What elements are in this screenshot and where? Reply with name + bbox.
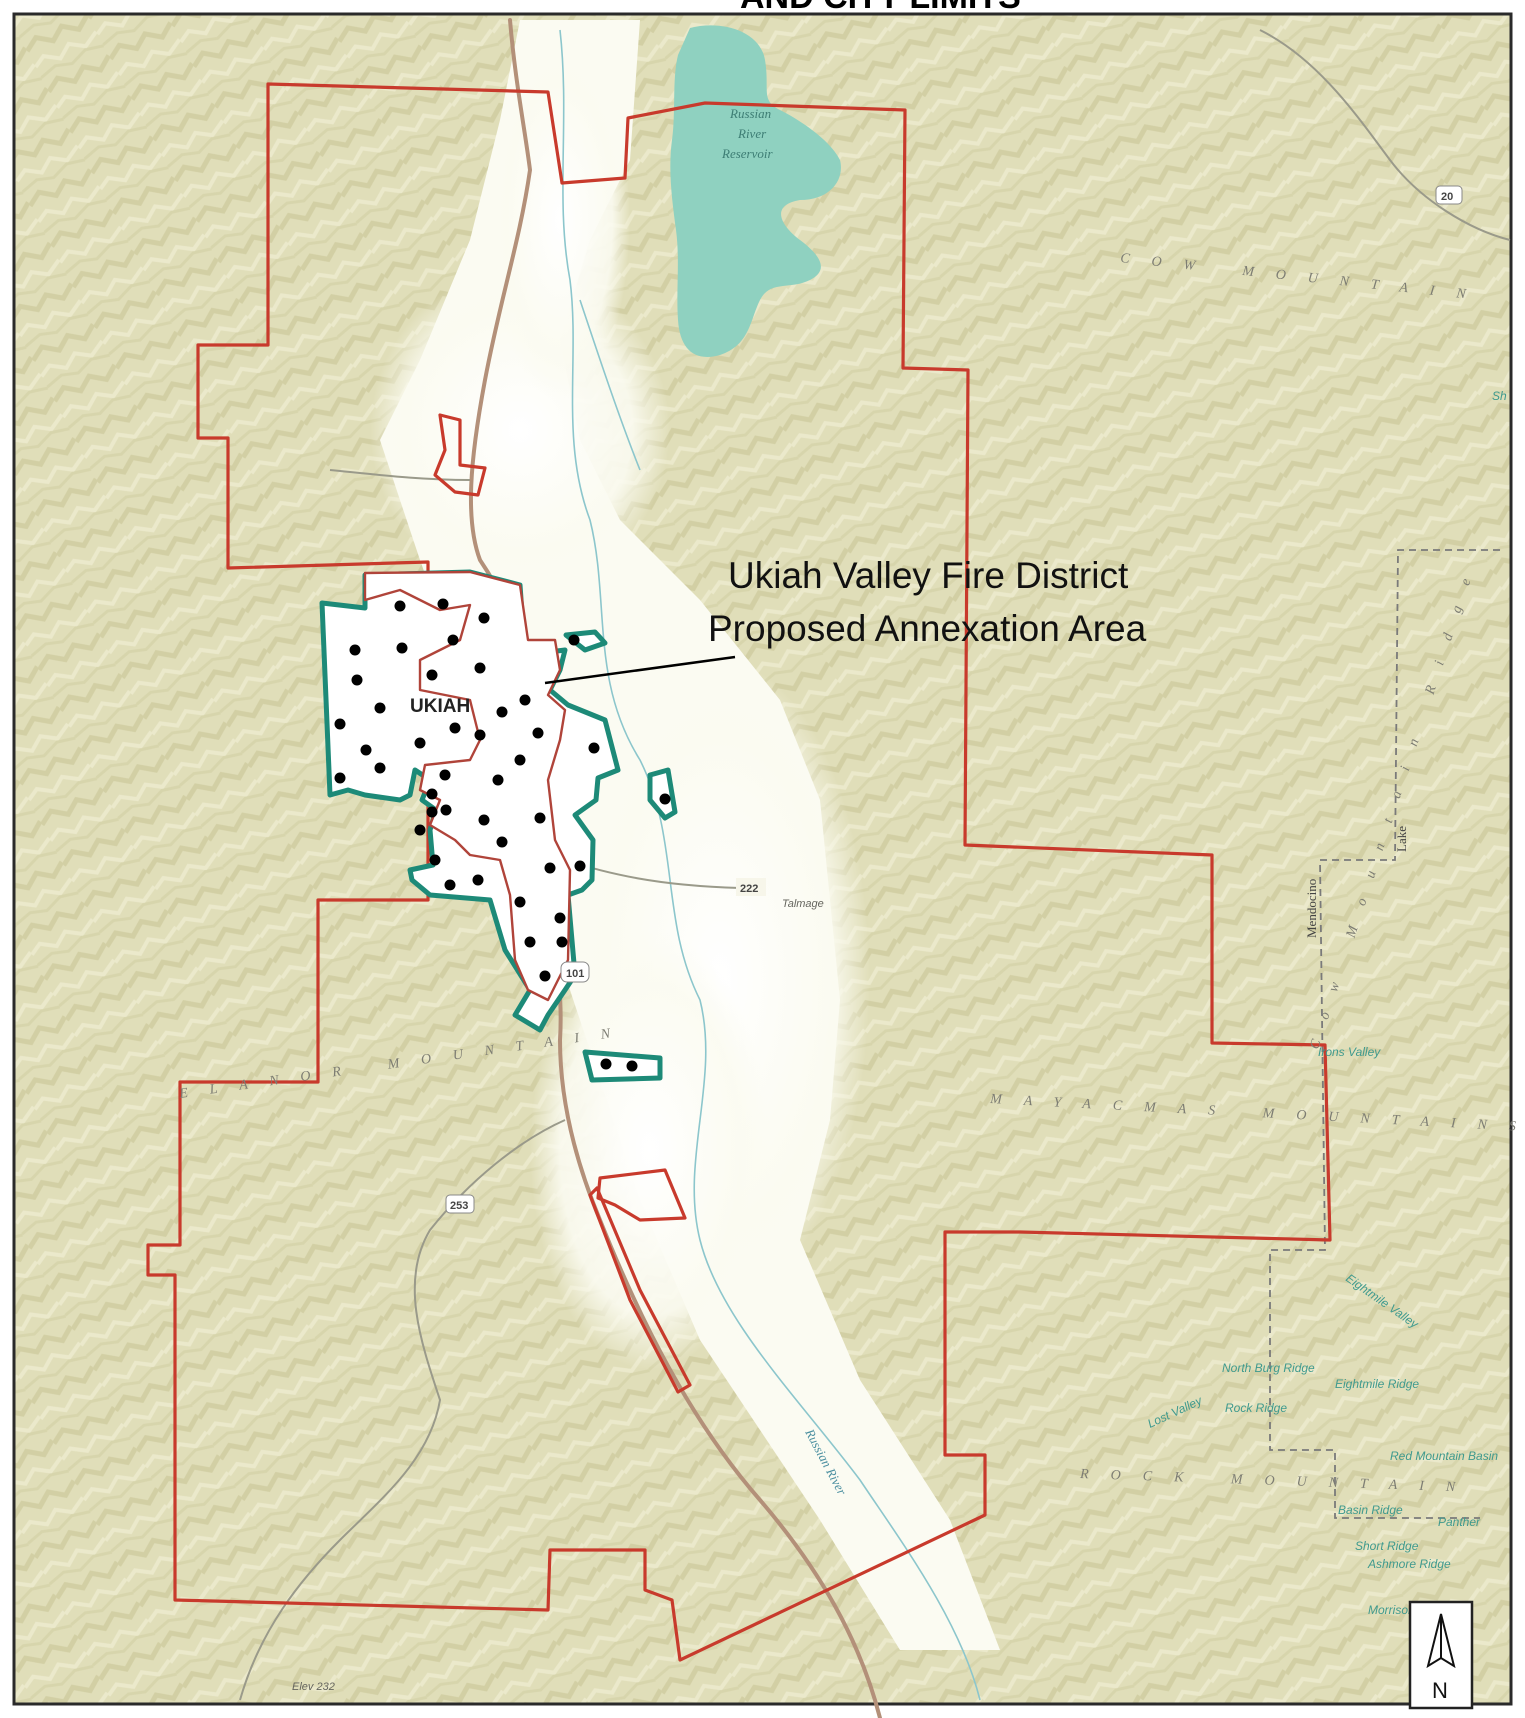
- callout-line-1: Ukiah Valley Fire District: [728, 555, 1129, 596]
- russian-river: [559, 29, 981, 1701]
- label-short-ridge: Short Ridge: [1355, 1539, 1419, 1553]
- annexation-dot: [539, 970, 551, 982]
- lake-label-1: Russian: [729, 106, 771, 121]
- label-north-burg-ridge: North Burg Ridge: [1222, 1361, 1315, 1375]
- annexation-dot: [472, 874, 484, 886]
- annexation-dot: [394, 600, 406, 612]
- parcel-strip: [588, 1186, 692, 1394]
- russian-river-reservoir: [670, 25, 841, 357]
- callout-line-2: Proposed Annexation Area: [708, 608, 1147, 649]
- label-basin-ridge: Basin Ridge: [1338, 1503, 1403, 1517]
- county-label-lake: Lake: [1394, 826, 1409, 852]
- callout-leader-line: [544, 655, 736, 685]
- place-label-talmage: Talmage: [782, 898, 824, 910]
- county-label-mendocino: Mendocino: [1304, 879, 1319, 938]
- annexation-dot: [374, 702, 386, 714]
- route-shield-20: 20: [1435, 185, 1463, 205]
- label-panther: Panther: [1438, 1515, 1481, 1529]
- annexation-dot: [519, 694, 531, 706]
- annexation-dot: [360, 744, 372, 756]
- label-elev: Elev 232: [292, 1681, 335, 1693]
- valley-floor: [370, 20, 1000, 1650]
- label-red-mountain-basin: Red Mountain Basin: [1390, 1449, 1498, 1463]
- annexation-dot: [588, 742, 600, 754]
- annexation-dot-pattern: [334, 598, 671, 1072]
- annexation-dot: [600, 1058, 612, 1070]
- annexation-dot: [478, 612, 490, 624]
- annexation-dot: [492, 774, 504, 786]
- annexation-dot: [514, 896, 526, 908]
- annexation-dot: [544, 862, 556, 874]
- annexation-dot: [439, 769, 451, 781]
- annexation-dot: [659, 793, 671, 805]
- route-20: [1259, 29, 1511, 241]
- label-rock-ridge: Rock Ridge: [1225, 1401, 1287, 1415]
- label-sh: Sh: [1492, 389, 1507, 403]
- annexation-dot: [449, 722, 461, 734]
- annexation-dot: [351, 674, 363, 686]
- annexation-dot: [474, 662, 486, 674]
- annexation-dot: [334, 718, 346, 730]
- annexation-dot: [426, 788, 438, 800]
- annexation-dot: [374, 762, 386, 774]
- annexation-dot: [429, 854, 441, 866]
- map-frame: [12, 12, 1513, 1706]
- county-line: [1269, 549, 1500, 1519]
- label-ashmore-ridge: Ashmore Ridge: [1367, 1557, 1451, 1571]
- annexation-dot: [440, 804, 452, 816]
- parcel-north: [433, 413, 487, 497]
- route-shield-253: 253: [445, 1194, 475, 1214]
- svg-text:253: 253: [450, 1200, 468, 1212]
- annexation-dot: [532, 727, 544, 739]
- annexation-dot: [414, 737, 426, 749]
- label-morrison: Morrison: [1368, 1603, 1415, 1617]
- annexation-parcel-east[interactable]: [647, 767, 678, 821]
- annexation-dot: [568, 634, 580, 646]
- map-title: AND CITY LIMITS: [740, 0, 1021, 16]
- city-limits[interactable]: [363, 570, 572, 1002]
- route-shield-101: 101: [560, 961, 590, 983]
- label-eightmile-ridge: Eightmile Ridge: [1335, 1377, 1419, 1391]
- north-arrow: N: [1408, 1600, 1474, 1710]
- parcel-south: [596, 1168, 687, 1222]
- annexation-dot: [524, 936, 536, 948]
- west-road: [329, 469, 471, 481]
- svg-text:20: 20: [1441, 191, 1453, 203]
- route-253: [239, 1119, 566, 1701]
- annexation-dot: [474, 729, 486, 741]
- annexation-dot: [556, 936, 568, 948]
- label-irons-valley: Irons Valley: [1318, 1045, 1381, 1059]
- annexation-dot: [396, 642, 408, 654]
- annexation-dot: [444, 879, 456, 891]
- annexation-dot: [349, 644, 361, 656]
- annexation-dot: [574, 860, 586, 872]
- lake-label-2: River: [737, 126, 767, 141]
- annexation-dot: [496, 706, 508, 718]
- annexation-dot: [426, 806, 438, 818]
- annexation-dot: [437, 598, 449, 610]
- annexation-dot: [478, 814, 490, 826]
- lake-label-3: Reservoir: [721, 146, 773, 161]
- annexation-dot: [626, 1060, 638, 1072]
- annexation-dot: [334, 772, 346, 784]
- annexation-dot: [447, 634, 459, 646]
- svg-text:101: 101: [566, 968, 584, 980]
- river-branch: [579, 299, 641, 471]
- route-shield-222: 222: [736, 878, 766, 896]
- annexation-dot: [414, 824, 426, 836]
- annexation-dot: [554, 912, 566, 924]
- annexation-parcel-south[interactable]: [582, 1049, 663, 1083]
- city-label: UKIAH: [410, 696, 470, 717]
- north-arrow-label: N: [1432, 1678, 1448, 1703]
- annexation-dot: [534, 812, 546, 824]
- annexation-dot: [514, 754, 526, 766]
- annexation-dot: [426, 669, 438, 681]
- annexation-dot: [496, 836, 508, 848]
- svg-text:222: 222: [740, 883, 758, 895]
